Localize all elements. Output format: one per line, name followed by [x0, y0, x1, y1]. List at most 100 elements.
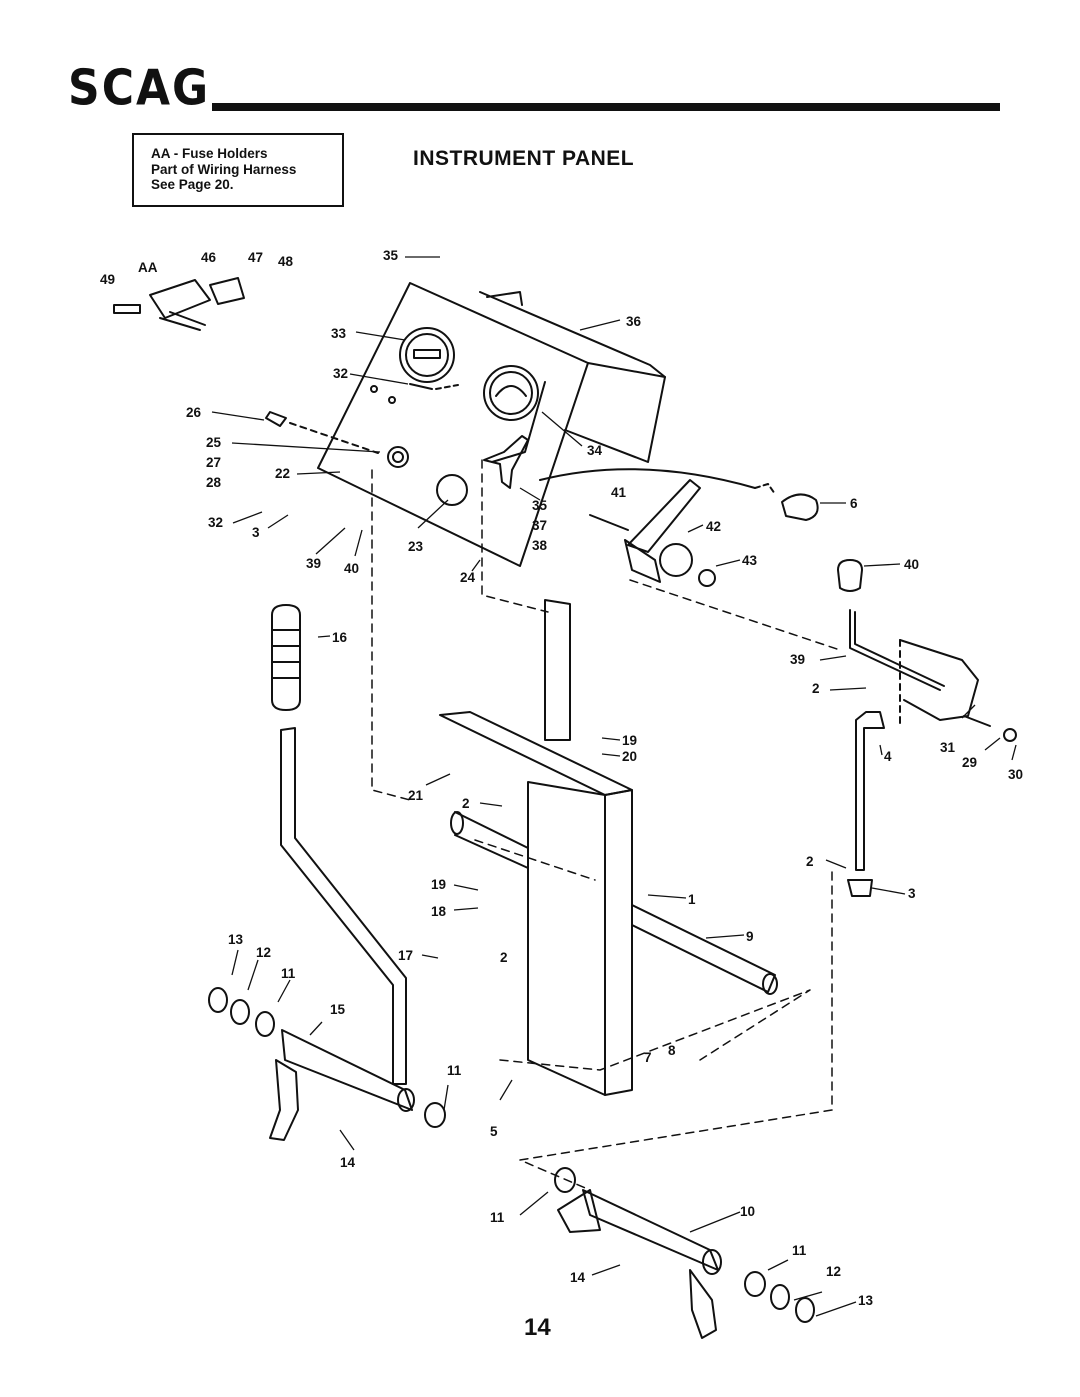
steering-lever — [280, 727, 407, 1085]
throttle-washer — [698, 569, 716, 587]
ignition-key — [265, 411, 287, 427]
page-title: INSTRUMENT PANEL — [413, 147, 635, 170]
callout-5: 5 — [490, 1124, 498, 1139]
callout-35: 35 — [383, 248, 399, 263]
callout-39b: 39 — [790, 652, 805, 667]
cross-shaft — [631, 904, 776, 993]
callout-19: 19 — [622, 733, 637, 748]
choke-knob — [436, 474, 468, 506]
callout-2b: 2 — [462, 796, 470, 811]
bushing-right-11b — [744, 1271, 766, 1297]
callout-40b: 40 — [904, 557, 919, 572]
callout-3b: 3 — [908, 886, 916, 901]
callout-AA: AA — [138, 260, 158, 275]
callout-15: 15 — [330, 1002, 346, 1017]
callout-25: 25 — [206, 435, 222, 450]
callout-13: 13 — [228, 932, 244, 947]
callout-2c: 2 — [806, 854, 814, 869]
callout-8: 8 — [668, 1043, 676, 1058]
callout-13b: 13 — [858, 1293, 874, 1308]
callout-12b: 12 — [826, 1264, 841, 1279]
callout-22: 22 — [275, 466, 290, 481]
throttle-bracket — [627, 479, 701, 553]
callout-37: 37 — [532, 518, 547, 533]
callout-36: 36 — [626, 314, 642, 329]
console-tower — [527, 781, 633, 1096]
pivot-tube-right — [582, 1189, 719, 1271]
bushing-left-11b — [424, 1102, 446, 1128]
callout-49: 49 — [100, 272, 115, 287]
callout-28: 28 — [206, 475, 222, 490]
callout-11: 11 — [281, 966, 296, 981]
note-line-2: Part of Wiring Harness — [151, 161, 297, 177]
throttle-rod — [855, 711, 885, 871]
callout-14b: 14 — [570, 1270, 586, 1285]
callout-32: 32 — [333, 366, 348, 381]
callout-19b: 19 — [431, 877, 446, 892]
callout-7: 7 — [644, 1050, 652, 1065]
callout-21: 21 — [408, 788, 424, 803]
bushing-left-11 — [255, 1011, 275, 1037]
callout-48: 48 — [278, 254, 294, 269]
callout-3: 3 — [252, 525, 260, 540]
callout-23: 23 — [408, 539, 424, 554]
bushing-right-11 — [554, 1167, 576, 1193]
callout-27: 27 — [206, 455, 221, 470]
callout-47: 47 — [248, 250, 263, 265]
callout-38: 38 — [532, 538, 548, 553]
pivot-tube-left — [281, 1029, 413, 1111]
note-line-1: AA - Fuse Holders — [151, 146, 268, 161]
callout-42: 42 — [706, 519, 721, 534]
washer-right-12 — [770, 1284, 790, 1310]
washer-left-12 — [230, 999, 250, 1025]
callout-2: 2 — [812, 681, 820, 696]
handle-grip — [271, 604, 301, 711]
callout-12: 12 — [256, 945, 271, 960]
callout-29: 29 — [962, 755, 977, 770]
washer-right-13 — [795, 1297, 815, 1323]
callout-32b: 32 — [208, 515, 223, 530]
callout-40: 40 — [344, 561, 359, 576]
callout-20: 20 — [622, 749, 637, 764]
callout-11c: 11 — [490, 1210, 505, 1225]
callout-2d: 2 — [500, 950, 508, 965]
callout-41: 41 — [611, 485, 627, 500]
callout-11b: 11 — [447, 1063, 462, 1078]
throttle-lever — [849, 609, 941, 691]
brand-logo: SCAG — [68, 59, 211, 117]
callout-39: 39 — [306, 556, 321, 571]
cable-clamp — [781, 493, 819, 521]
callout-35b: 35 — [532, 498, 548, 513]
callout-43: 43 — [742, 553, 758, 568]
throttle-spring — [963, 715, 991, 727]
ignition-switch — [387, 446, 409, 468]
header-rule — [212, 103, 1000, 111]
callout-14: 14 — [340, 1155, 356, 1170]
instrument-panel-plate — [317, 282, 589, 567]
callout-24: 24 — [460, 570, 476, 585]
washer-left-13 — [208, 987, 228, 1013]
callout-31: 31 — [940, 740, 956, 755]
callout-18: 18 — [431, 904, 447, 919]
hour-meter-gauge — [399, 327, 455, 383]
fuse-holder-note: AA - Fuse Holders Part of Wiring Harness… — [132, 133, 344, 207]
callout-6: 6 — [850, 496, 858, 511]
callout-46: 46 — [201, 250, 217, 265]
note-line-3: See Page 20. — [151, 177, 234, 192]
throttle-knob — [837, 559, 863, 592]
callout-9: 9 — [746, 929, 754, 944]
callout-1: 1 — [688, 892, 696, 907]
fuse-holder-assembly — [149, 279, 211, 319]
callout-10: 10 — [740, 1204, 755, 1219]
callout-16: 16 — [332, 630, 348, 645]
callout-4: 4 — [884, 749, 892, 764]
page-number: 14 — [524, 1314, 551, 1341]
callout-30: 30 — [1008, 767, 1023, 782]
fuse — [113, 304, 141, 314]
callout-33: 33 — [331, 326, 347, 341]
ammeter-gauge — [483, 365, 539, 421]
callout-17: 17 — [398, 948, 413, 963]
support-column — [544, 599, 571, 741]
callout-11d: 11 — [792, 1243, 807, 1258]
